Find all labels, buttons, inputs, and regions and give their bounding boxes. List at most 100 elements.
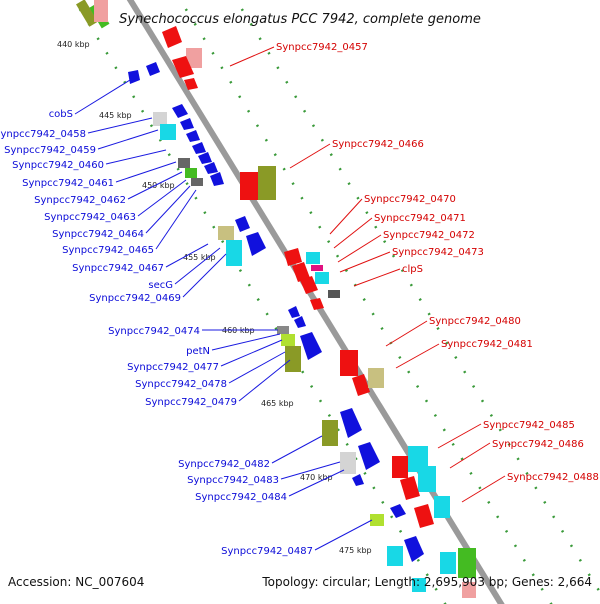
leader-line bbox=[385, 320, 428, 347]
leader-line bbox=[182, 253, 227, 298]
leader-line bbox=[228, 351, 286, 384]
feature-fwd-blue-4 bbox=[180, 118, 194, 130]
gene-label-reverse[interactable]: Synpcc7942_0481 bbox=[441, 339, 533, 350]
gene-label-forward[interactable]: Synpcc7942_0463 bbox=[44, 212, 136, 223]
leader-line bbox=[289, 143, 331, 169]
feature-fwd-lime-0477 bbox=[281, 334, 295, 346]
leader-line bbox=[155, 189, 197, 250]
feature-rev-pink-bottom bbox=[462, 582, 476, 598]
reverse-features bbox=[94, 0, 476, 598]
feature-rev-cyan-0485 bbox=[408, 446, 428, 472]
guide-line-rev-inner bbox=[178, 0, 553, 604]
gene-label-forward[interactable]: Synpcc7942_0460 bbox=[12, 160, 104, 171]
scale-tick: 470 kbp bbox=[300, 473, 333, 482]
feature-fwd-grey-0474 bbox=[277, 326, 289, 334]
feature-rev-red-1 bbox=[162, 26, 182, 48]
feature-rev-pink-0457 bbox=[186, 48, 202, 68]
feature-fwd-blue-19 bbox=[404, 536, 424, 562]
gene-label-reverse[interactable]: Synpcc7942_0473 bbox=[392, 247, 484, 258]
gene-label-forward[interactable]: Synpcc7942_0482 bbox=[178, 459, 270, 470]
gene-label-forward[interactable]: Synpcc7942_0479 bbox=[145, 397, 237, 408]
feature-rev-cyan-0470 bbox=[306, 252, 320, 264]
gene-label-forward[interactable]: petN bbox=[186, 346, 210, 357]
gene-label-forward[interactable]: Synpcc7942_0487 bbox=[221, 546, 313, 557]
feature-fwd-lime-0487 bbox=[370, 514, 384, 526]
feature-rev-olive-0466 bbox=[258, 166, 276, 200]
feature-rev-red-0485 bbox=[392, 456, 408, 478]
feature-fwd-blue-7 bbox=[198, 152, 212, 164]
feature-fwd-blue-16 bbox=[358, 442, 380, 470]
feature-rev-red-8 bbox=[352, 374, 370, 396]
gene-label-forward[interactable]: Synpcc7942_0462 bbox=[34, 195, 126, 206]
gene-label-reverse[interactable]: Synpcc7942_0466 bbox=[332, 139, 424, 150]
feature-rev-cyan-0473 bbox=[315, 272, 329, 284]
guide-line-fwd-outer bbox=[72, 0, 447, 604]
leader-line bbox=[229, 46, 275, 67]
feature-rev-red-5 bbox=[292, 262, 310, 282]
leader-line bbox=[337, 234, 382, 263]
leader-line bbox=[220, 339, 283, 367]
gene-label-reverse[interactable]: Synpcc7942_0486 bbox=[492, 439, 584, 450]
leader-line bbox=[280, 461, 341, 480]
gene-label-reverse[interactable]: clpS bbox=[402, 264, 423, 275]
leader-line bbox=[333, 217, 373, 249]
leader-lines bbox=[74, 46, 506, 551]
gene-label-forward[interactable]: Synpcc7942_0477 bbox=[127, 362, 219, 373]
accession-text: Accession: NC_007604 bbox=[8, 575, 144, 589]
gene-label-forward[interactable]: Synpcc7942_0461 bbox=[22, 178, 114, 189]
feature-rev-red-0480 bbox=[340, 350, 358, 376]
feature-fwd-green-0462 bbox=[185, 168, 197, 178]
leader-line bbox=[74, 79, 131, 115]
gene-label-reverse[interactable]: Synpcc7942_0488 bbox=[507, 472, 599, 483]
topology-text: Topology: circular; Length: 2,695,903 bp… bbox=[261, 575, 592, 589]
gene-label-reverse[interactable]: Synpcc7942_0472 bbox=[383, 230, 475, 241]
feature-fwd-tan-0467 bbox=[218, 226, 234, 240]
feature-rev-cyan-0488 bbox=[434, 496, 450, 518]
leader-line bbox=[174, 247, 221, 285]
scale-tick: 440 kbp bbox=[57, 40, 90, 49]
leader-line bbox=[271, 435, 323, 464]
feature-fwd-olive-0482 bbox=[322, 420, 338, 446]
feature-fwd-blue-11 bbox=[246, 232, 266, 256]
gene-label-reverse[interactable]: Synpcc7942_0485 bbox=[483, 420, 575, 431]
leader-line bbox=[461, 475, 506, 503]
feature-fwd-olive-0478 bbox=[285, 346, 301, 372]
gene-label-reverse[interactable]: Synpcc7942_0470 bbox=[364, 194, 456, 205]
leader-line bbox=[449, 442, 491, 469]
gene-label-forward[interactable]: Synpcc7942_0474 bbox=[108, 326, 200, 337]
gene-label-forward[interactable]: secG bbox=[148, 280, 173, 291]
feature-fwd-blue-2 bbox=[146, 62, 160, 76]
gene-label-forward[interactable]: Synpcc7942_0484 bbox=[195, 492, 287, 503]
feature-rev-cyan-0486 bbox=[418, 466, 436, 492]
feature-fwd-cyan-bottom bbox=[412, 578, 426, 592]
feature-rev-darkgrey-clps bbox=[328, 290, 340, 298]
gene-label-forward[interactable]: Synpcc7942_0469 bbox=[89, 293, 181, 304]
feature-rev-red-9 bbox=[400, 476, 420, 500]
leader-line bbox=[329, 198, 363, 235]
gene-label-forward[interactable]: Synpcc7942_0465 bbox=[62, 245, 154, 256]
gene-label-forward[interactable]: Synpcc7942_0464 bbox=[52, 229, 144, 240]
gene-label-reverse[interactable]: Synpcc7942_0480 bbox=[429, 316, 521, 327]
leader-line bbox=[165, 243, 209, 268]
gene-label-forward[interactable]: Synpcc7942_0458 bbox=[0, 129, 86, 140]
leader-line bbox=[115, 161, 177, 183]
feature-fwd-blue-10 bbox=[235, 216, 250, 232]
gene-label-forward[interactable]: Synpcc7942_0459 bbox=[4, 145, 96, 156]
gene-label-reverse[interactable]: Synpcc7942_0471 bbox=[374, 213, 466, 224]
feature-fwd-blue-15 bbox=[340, 408, 362, 438]
feature-rev-red-7 bbox=[310, 298, 324, 310]
feature-fwd-blue-5 bbox=[186, 130, 200, 142]
feature-fwd-cyan-0467 bbox=[226, 240, 242, 266]
gene-label-forward[interactable]: Synpcc7942_0478 bbox=[135, 379, 227, 390]
gene-label-forward[interactable]: Synpcc7942_0483 bbox=[187, 475, 279, 486]
leader-line bbox=[105, 149, 167, 165]
gene-label-forward[interactable]: cobS bbox=[49, 109, 73, 120]
gene-label-forward[interactable]: Synpcc7942_0467 bbox=[72, 263, 164, 274]
feature-fwd-blue-8 bbox=[204, 162, 218, 174]
leader-line bbox=[211, 333, 281, 351]
feature-rev-pink-top bbox=[94, 0, 108, 22]
gene-label-reverse[interactable]: Synpcc7942_0457 bbox=[276, 42, 368, 53]
feature-fwd-blue-9 bbox=[210, 172, 224, 186]
